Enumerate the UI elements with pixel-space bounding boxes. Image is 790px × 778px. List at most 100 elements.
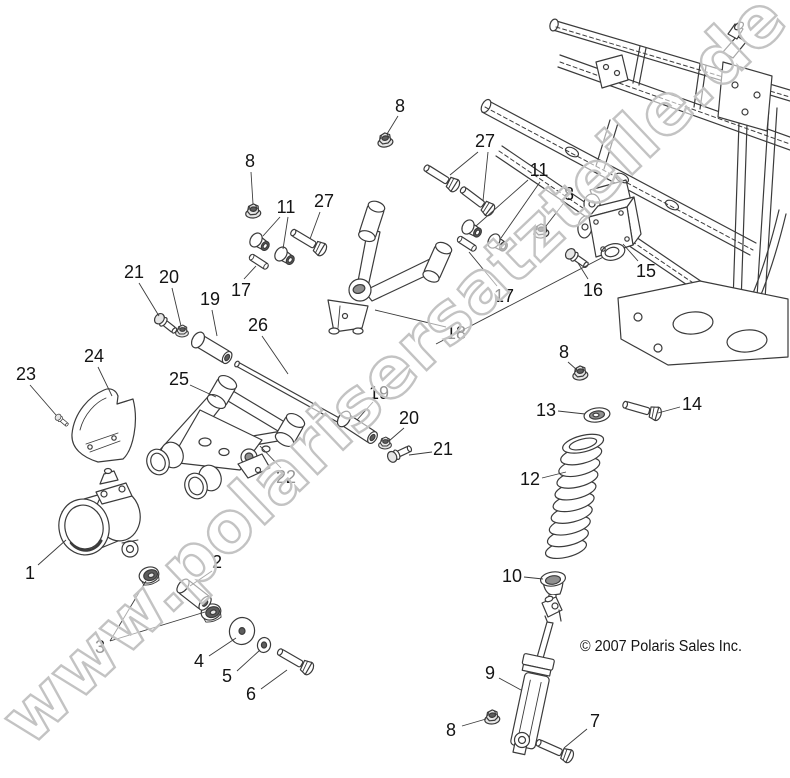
callout-1: 1 xyxy=(25,563,35,583)
lower-control-arm xyxy=(146,374,306,500)
leader-line-20 xyxy=(388,427,405,442)
callout-10: 10 xyxy=(502,566,522,586)
screw-23 xyxy=(53,412,71,429)
bolt-27a xyxy=(287,224,330,259)
callout-19: 19 xyxy=(200,289,220,309)
callout-9: 9 xyxy=(485,663,495,683)
leader-line-14 xyxy=(657,406,681,414)
bolt-6 xyxy=(274,644,317,678)
leader-line-11 xyxy=(475,179,529,227)
nut-20a xyxy=(175,324,189,338)
mount-bracket-15 xyxy=(435,196,642,345)
leader-line-25 xyxy=(189,384,217,398)
leader-line-10 xyxy=(523,576,544,580)
callout-15: 15 xyxy=(636,261,656,281)
leader-line-27 xyxy=(449,151,479,176)
callout-27: 27 xyxy=(475,131,495,151)
leader-line-19 xyxy=(211,309,218,337)
callout-24: 24 xyxy=(84,346,104,366)
leader-line-11 xyxy=(282,216,289,250)
leader-line-8 xyxy=(250,171,254,205)
flange-nut-8a xyxy=(375,131,395,149)
washer-4 xyxy=(228,616,256,646)
coil-spring xyxy=(544,433,605,560)
callout-11: 11 xyxy=(277,197,296,217)
callout-21: 21 xyxy=(433,439,453,459)
leader-line-21 xyxy=(408,451,433,456)
bolt-14 xyxy=(620,396,664,423)
callout-5: 5 xyxy=(222,666,232,686)
leader-line-19 xyxy=(356,401,374,421)
callout-23: 23 xyxy=(16,364,36,384)
leader-line-8 xyxy=(567,361,578,371)
bolt-21a xyxy=(151,311,180,337)
bushing-11b xyxy=(271,244,298,269)
callout-14: 14 xyxy=(682,394,702,414)
bolt-27b xyxy=(420,160,463,195)
leader-line-1 xyxy=(37,539,67,566)
leader-line-8 xyxy=(386,115,399,135)
washer-5 xyxy=(256,636,272,654)
callout-3: 3 xyxy=(95,637,105,657)
leader-line-15 xyxy=(622,243,639,262)
flange-nut-8b xyxy=(244,202,262,220)
spacer-tube-2 xyxy=(176,578,212,611)
leader-line-3 xyxy=(109,580,147,642)
callout-8: 8 xyxy=(245,151,255,171)
leader-line-13 xyxy=(557,410,586,415)
callout-8: 8 xyxy=(446,720,456,740)
callout-13: 13 xyxy=(536,400,556,420)
callout-7: 7 xyxy=(590,711,600,731)
callout-17: 17 xyxy=(231,280,251,300)
copyright-text: © 2007 Polaris Sales Inc. xyxy=(580,638,742,655)
leader-line-3 xyxy=(109,611,206,642)
callout-11: 11 xyxy=(530,160,549,180)
pivot-tube-19a xyxy=(188,329,236,368)
upper-a-arm xyxy=(327,200,453,335)
callout-2: 2 xyxy=(212,552,222,572)
pin-17a xyxy=(247,252,270,271)
nut-20b xyxy=(378,436,392,450)
leader-line-26 xyxy=(261,335,289,375)
callout-4: 4 xyxy=(194,651,204,671)
callout-6: 6 xyxy=(246,684,256,704)
callout-18: 18 xyxy=(446,323,466,343)
bolt-7 xyxy=(533,735,576,765)
callout-21: 21 xyxy=(124,262,144,282)
callout-19: 19 xyxy=(369,383,389,403)
leader-line-17 xyxy=(243,265,257,280)
shock-absorber xyxy=(510,595,563,756)
callout-12: 12 xyxy=(520,469,540,489)
leader-line-8 xyxy=(461,718,487,727)
guard-shield xyxy=(71,388,136,463)
leader-line-27 xyxy=(482,151,489,202)
callout-17: 17 xyxy=(494,286,514,306)
leader-line-5 xyxy=(236,649,261,672)
spring-retainer-13 xyxy=(583,407,611,423)
leader-line-11 xyxy=(500,181,541,239)
callout-27: 27 xyxy=(314,191,334,211)
leader-line-7 xyxy=(563,728,588,749)
leader-line-17 xyxy=(468,251,498,287)
leader-line-8 xyxy=(545,203,564,227)
leader-line-21 xyxy=(138,282,160,317)
callout-8: 8 xyxy=(559,342,569,362)
leader-line-20 xyxy=(171,287,182,327)
leader-line-16 xyxy=(577,262,589,280)
callout-25: 25 xyxy=(169,369,189,389)
callout-8: 8 xyxy=(395,96,405,116)
callout-20: 20 xyxy=(159,267,179,287)
spring-retainer-10 xyxy=(539,571,567,603)
leader-line-6 xyxy=(260,669,288,690)
leader-line-27 xyxy=(309,211,321,240)
leader-line-24 xyxy=(97,366,113,397)
callout-26: 26 xyxy=(248,315,268,335)
callout-16: 16 xyxy=(583,280,603,300)
leader-lines xyxy=(29,115,681,749)
bushing-11a xyxy=(246,230,273,255)
leader-line-12 xyxy=(541,471,567,479)
leader-line-22 xyxy=(259,445,282,469)
